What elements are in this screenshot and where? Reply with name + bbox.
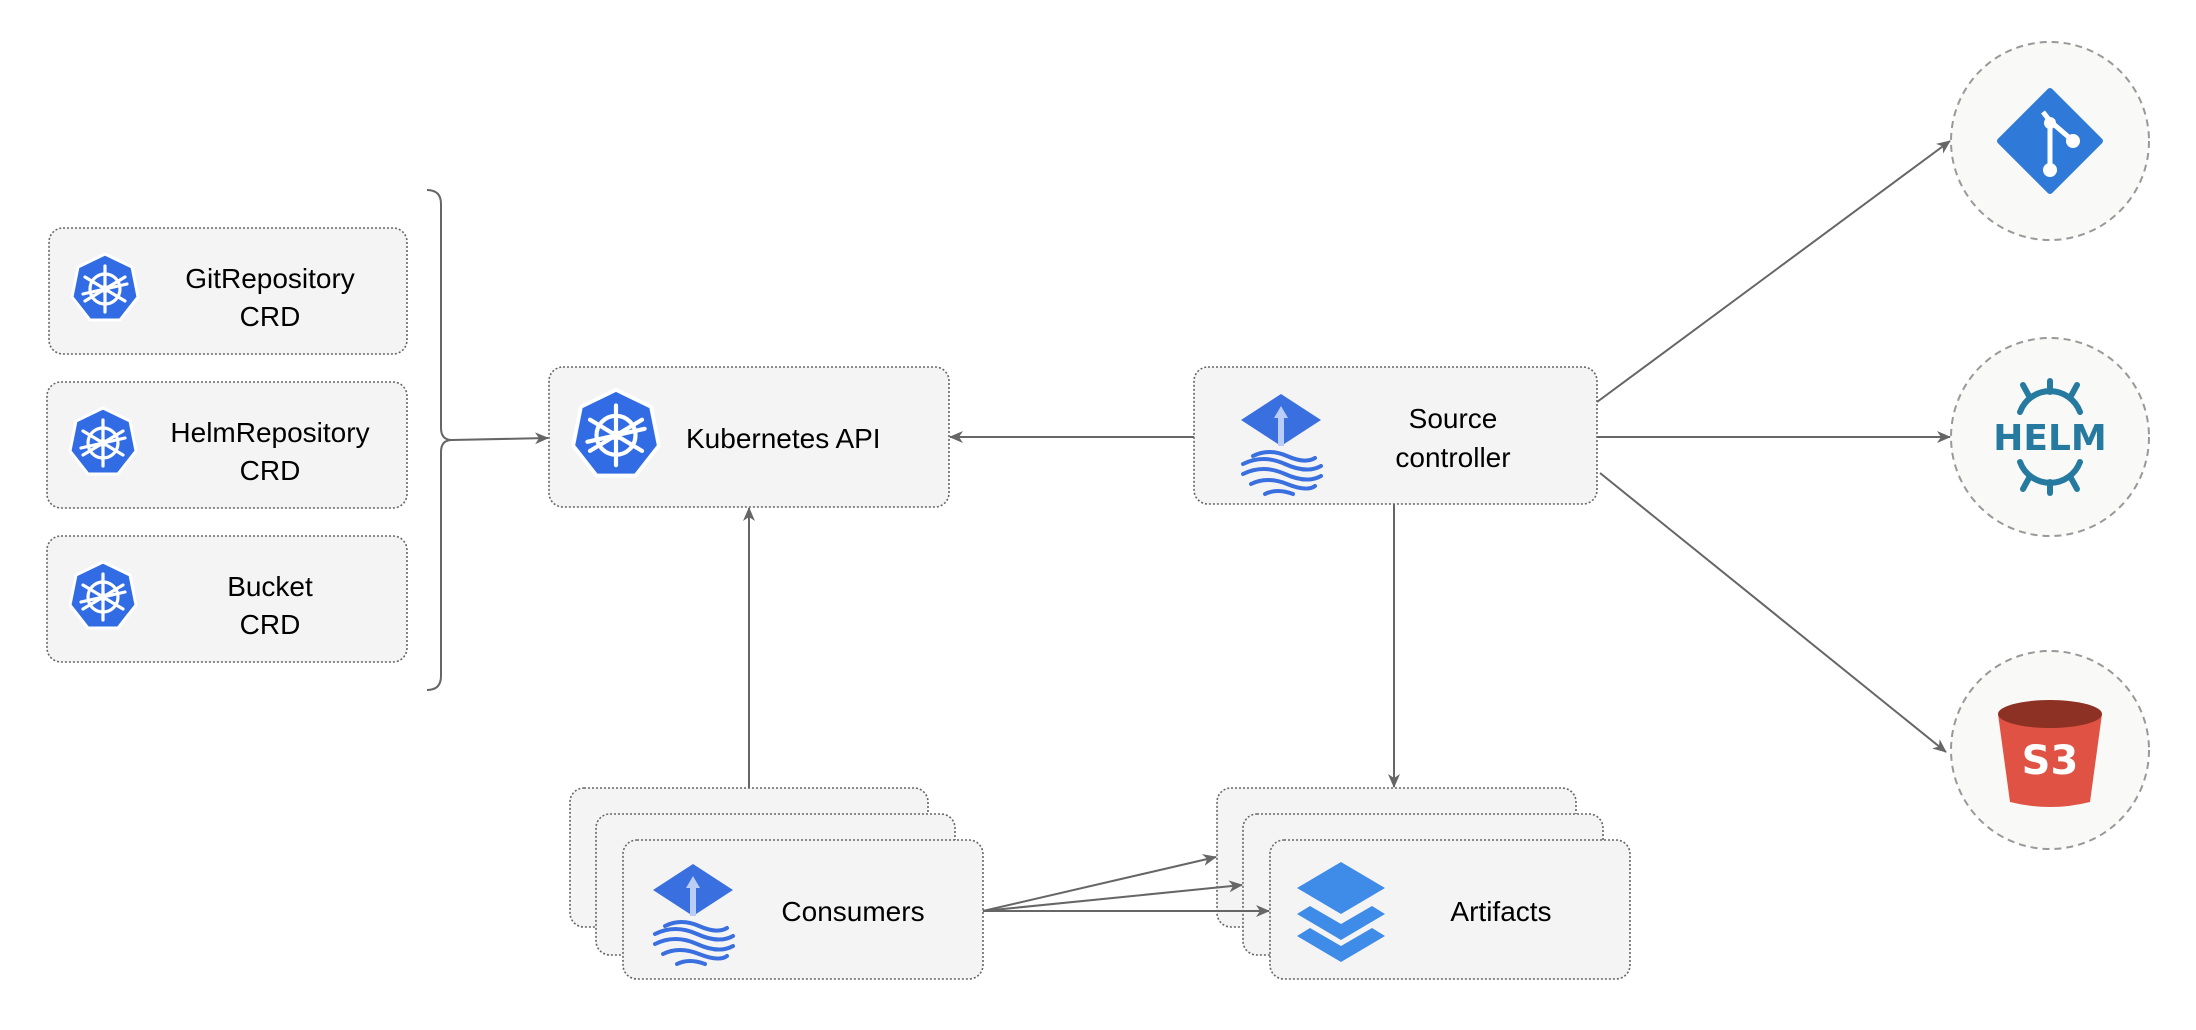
s3-source: S3 xyxy=(1950,650,2150,850)
consumers-node: Consumers xyxy=(569,787,984,980)
crd-helmrepository: HelmRepository CRD xyxy=(46,381,408,509)
layers-icon xyxy=(1297,862,1385,962)
consumers-label: Consumers xyxy=(781,896,924,927)
git-icon xyxy=(1997,88,2103,194)
artifacts-node: Artifacts xyxy=(1216,787,1631,980)
edge-crds-to-kubernetes-api xyxy=(451,432,549,445)
crd-gitrepository: GitRepository CRD xyxy=(48,227,408,355)
crd-brace xyxy=(426,189,453,691)
helm-source: HELM xyxy=(1950,337,2150,537)
crd-name: HelmRepository xyxy=(170,417,369,448)
helm-icon xyxy=(2017,378,2083,496)
crd-kind: CRD xyxy=(240,455,301,486)
crd-bucket: Bucket CRD xyxy=(46,535,408,663)
kubernetes-api-node: Kubernetes API xyxy=(548,366,950,508)
kubernetes-icon xyxy=(573,390,659,476)
crd-name: GitRepository xyxy=(185,263,355,294)
kubernetes-icon xyxy=(68,560,138,630)
helm-logo-text: HELM xyxy=(1993,418,2106,459)
crd-kind: CRD xyxy=(240,609,301,640)
edge-consumers-to-artifact-2 xyxy=(982,880,1243,912)
kubernetes-api-label: Kubernetes API xyxy=(686,423,881,454)
crd-name: Bucket xyxy=(227,571,313,602)
source-controller-label-line2: controller xyxy=(1395,442,1510,473)
source-controller-label-line1: Source xyxy=(1409,403,1498,434)
s3-logo-text: S3 xyxy=(2022,738,2079,784)
kubernetes-icon xyxy=(70,252,140,322)
edge-consumers-to-artifact-1 xyxy=(982,854,1217,912)
s3-bucket-icon xyxy=(1998,700,2102,807)
source-controller-node: Source controller xyxy=(1193,366,1598,505)
edge-source-controller-to-git xyxy=(1596,140,1951,403)
edge-source-controller-to-s3 xyxy=(1599,472,1947,753)
kubernetes-icon xyxy=(68,406,138,476)
crd-kind: CRD xyxy=(240,301,301,332)
git-source xyxy=(1950,41,2150,241)
artifacts-label: Artifacts xyxy=(1450,896,1551,927)
